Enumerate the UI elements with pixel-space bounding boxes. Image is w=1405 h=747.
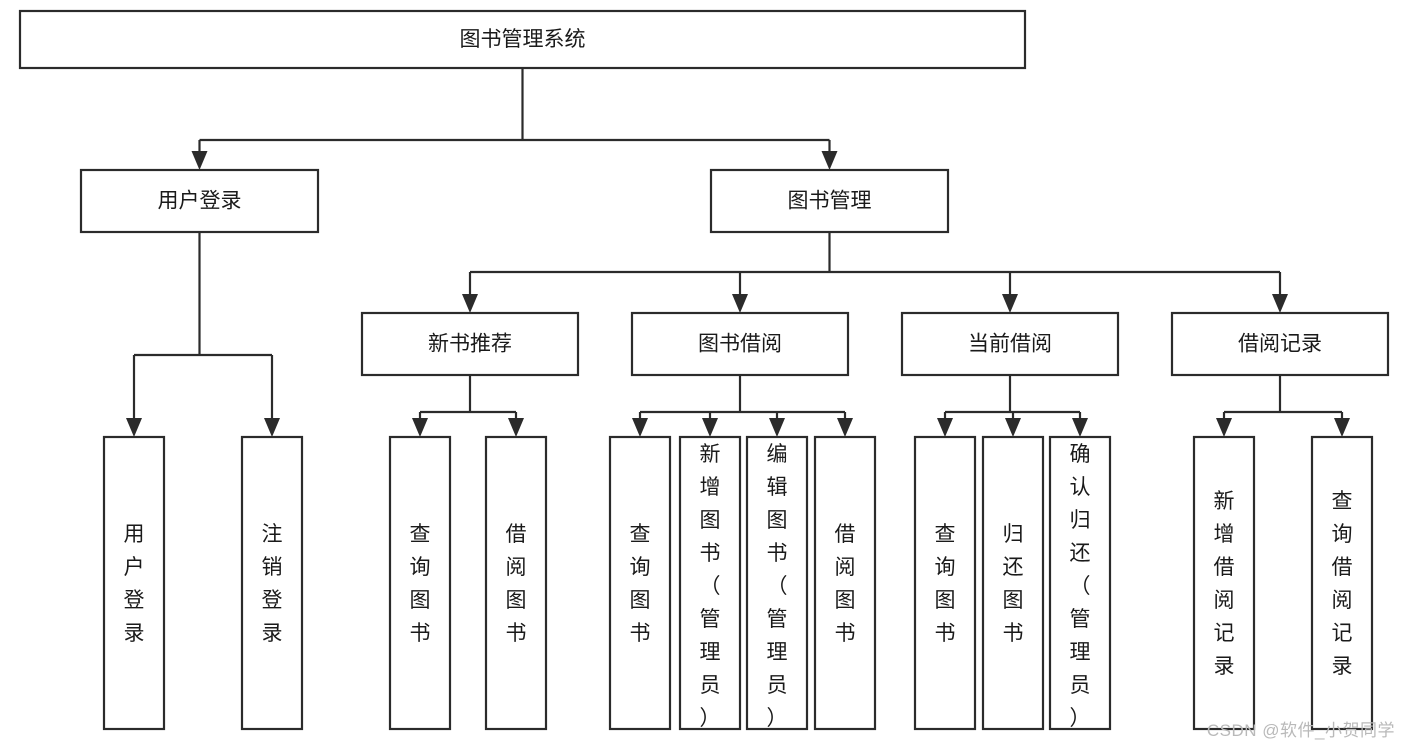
- level3-label: 当前借阅: [968, 333, 1052, 356]
- arrow-head-icon: [1216, 418, 1232, 437]
- leaf-node[interactable]: 归还图书: [981, 435, 1045, 731]
- leaf-box[interactable]: [981, 435, 1045, 731]
- arrow-head-icon: [126, 418, 142, 437]
- leaf-label: 借阅图书: [835, 523, 856, 645]
- leaf-node[interactable]: 编辑图书（管理员）: [745, 435, 809, 731]
- arrow-head-icon: [1002, 294, 1018, 313]
- arrow-head-icon: [702, 418, 718, 437]
- leaf-node[interactable]: 查询图书: [388, 435, 452, 731]
- connector-lines: [126, 68, 1350, 437]
- leaf-box[interactable]: [388, 435, 452, 731]
- leaf-node[interactable]: 新增借阅记录: [1192, 435, 1256, 731]
- level2-node[interactable]: 用户登录: [79, 168, 320, 234]
- leaf-box[interactable]: [813, 435, 877, 731]
- level3-node[interactable]: 借阅记录: [1170, 311, 1390, 377]
- leaf-label: 编辑图书（管理员）: [767, 443, 788, 730]
- leaf-label: 用户登录: [124, 523, 145, 645]
- arrow-head-icon: [632, 418, 648, 437]
- arrow-head-icon: [264, 418, 280, 437]
- leaf-label: 查询借阅记录: [1332, 490, 1353, 678]
- leaf-node[interactable]: 查询借阅记录: [1310, 435, 1374, 731]
- arrow-head-icon: [412, 418, 428, 437]
- level3-box[interactable]: [360, 311, 580, 377]
- arrow-head-icon: [1005, 418, 1021, 437]
- level3-label: 图书借阅: [698, 333, 782, 356]
- leaf-label: 新增图书（管理员）: [700, 443, 721, 730]
- leaf-label: 查询图书: [935, 523, 956, 645]
- leaf-box[interactable]: [484, 435, 548, 731]
- leaf-box[interactable]: [678, 435, 742, 731]
- root-label: 图书管理系统: [460, 28, 586, 51]
- leaf-node[interactable]: 用户登录: [102, 435, 166, 731]
- leaf-box[interactable]: [608, 435, 672, 731]
- root-node[interactable]: 图书管理系统: [18, 9, 1027, 70]
- leaf-node[interactable]: 查询图书: [608, 435, 672, 731]
- level3-box[interactable]: [630, 311, 850, 377]
- level3-node[interactable]: 图书借阅: [630, 311, 850, 377]
- leaf-node[interactable]: 注销登录: [240, 435, 304, 731]
- leaf-label: 借阅图书: [506, 523, 527, 645]
- leaf-node[interactable]: 查询图书: [913, 435, 977, 731]
- leaf-box[interactable]: [913, 435, 977, 731]
- leaf-box[interactable]: [1310, 435, 1374, 731]
- leaf-box[interactable]: [745, 435, 809, 731]
- arrow-head-icon: [1272, 294, 1288, 313]
- arrow-head-icon: [732, 294, 748, 313]
- arrow-head-icon: [191, 151, 208, 170]
- level2-node[interactable]: 图书管理: [709, 168, 950, 234]
- leaf-label: 注销登录: [262, 523, 283, 645]
- level3-label: 借阅记录: [1238, 333, 1322, 356]
- level3-node[interactable]: 当前借阅: [900, 311, 1120, 377]
- arrow-head-icon: [769, 418, 785, 437]
- arrow-head-icon: [462, 294, 478, 313]
- diagram-nodes: 图书管理系统用户登录图书管理新书推荐图书借阅当前借阅借阅记录用户登录注销登录查询…: [18, 9, 1390, 731]
- arrow-head-icon: [1334, 418, 1350, 437]
- arrow-head-icon: [821, 151, 838, 170]
- leaf-label: 归还图书: [1003, 523, 1024, 645]
- arrow-head-icon: [937, 418, 953, 437]
- arrow-head-icon: [508, 418, 524, 437]
- leaf-node[interactable]: 借阅图书: [484, 435, 548, 731]
- leaf-label: 查询图书: [410, 523, 431, 645]
- level2-box[interactable]: [79, 168, 320, 234]
- level3-box[interactable]: [1170, 311, 1390, 377]
- level3-label: 新书推荐: [428, 333, 512, 356]
- leaf-label: 新增借阅记录: [1214, 490, 1235, 678]
- leaf-box[interactable]: [1048, 435, 1112, 731]
- level2-label: 图书管理: [788, 190, 872, 213]
- level2-label: 用户登录: [158, 190, 242, 213]
- level3-box[interactable]: [900, 311, 1120, 377]
- arrow-head-icon: [1072, 418, 1088, 437]
- level3-node[interactable]: 新书推荐: [360, 311, 580, 377]
- leaf-box[interactable]: [1192, 435, 1256, 731]
- csdn-watermark: CSDN @软件_小贺同学: [1206, 721, 1395, 740]
- leaf-node[interactable]: 确认归还（管理员）: [1048, 435, 1112, 731]
- level2-box[interactable]: [709, 168, 950, 234]
- leaf-label: 确认归还（管理员）: [1070, 443, 1091, 730]
- leaf-node[interactable]: 新增图书（管理员）: [678, 435, 742, 731]
- leaf-node[interactable]: 借阅图书: [813, 435, 877, 731]
- leaf-box[interactable]: [240, 435, 304, 731]
- leaf-label: 查询图书: [630, 523, 651, 645]
- leaf-box[interactable]: [102, 435, 166, 731]
- root-box[interactable]: [18, 9, 1027, 70]
- arrow-head-icon: [837, 418, 853, 437]
